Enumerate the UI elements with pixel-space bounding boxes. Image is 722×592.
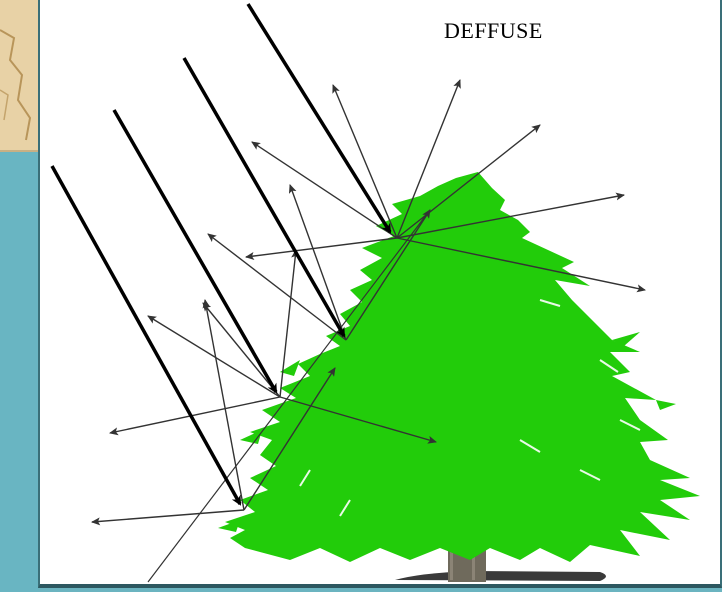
diagram-title: DEFFUSE bbox=[444, 18, 543, 44]
tree-canopy bbox=[218, 172, 700, 562]
ground-shadow bbox=[395, 571, 606, 581]
